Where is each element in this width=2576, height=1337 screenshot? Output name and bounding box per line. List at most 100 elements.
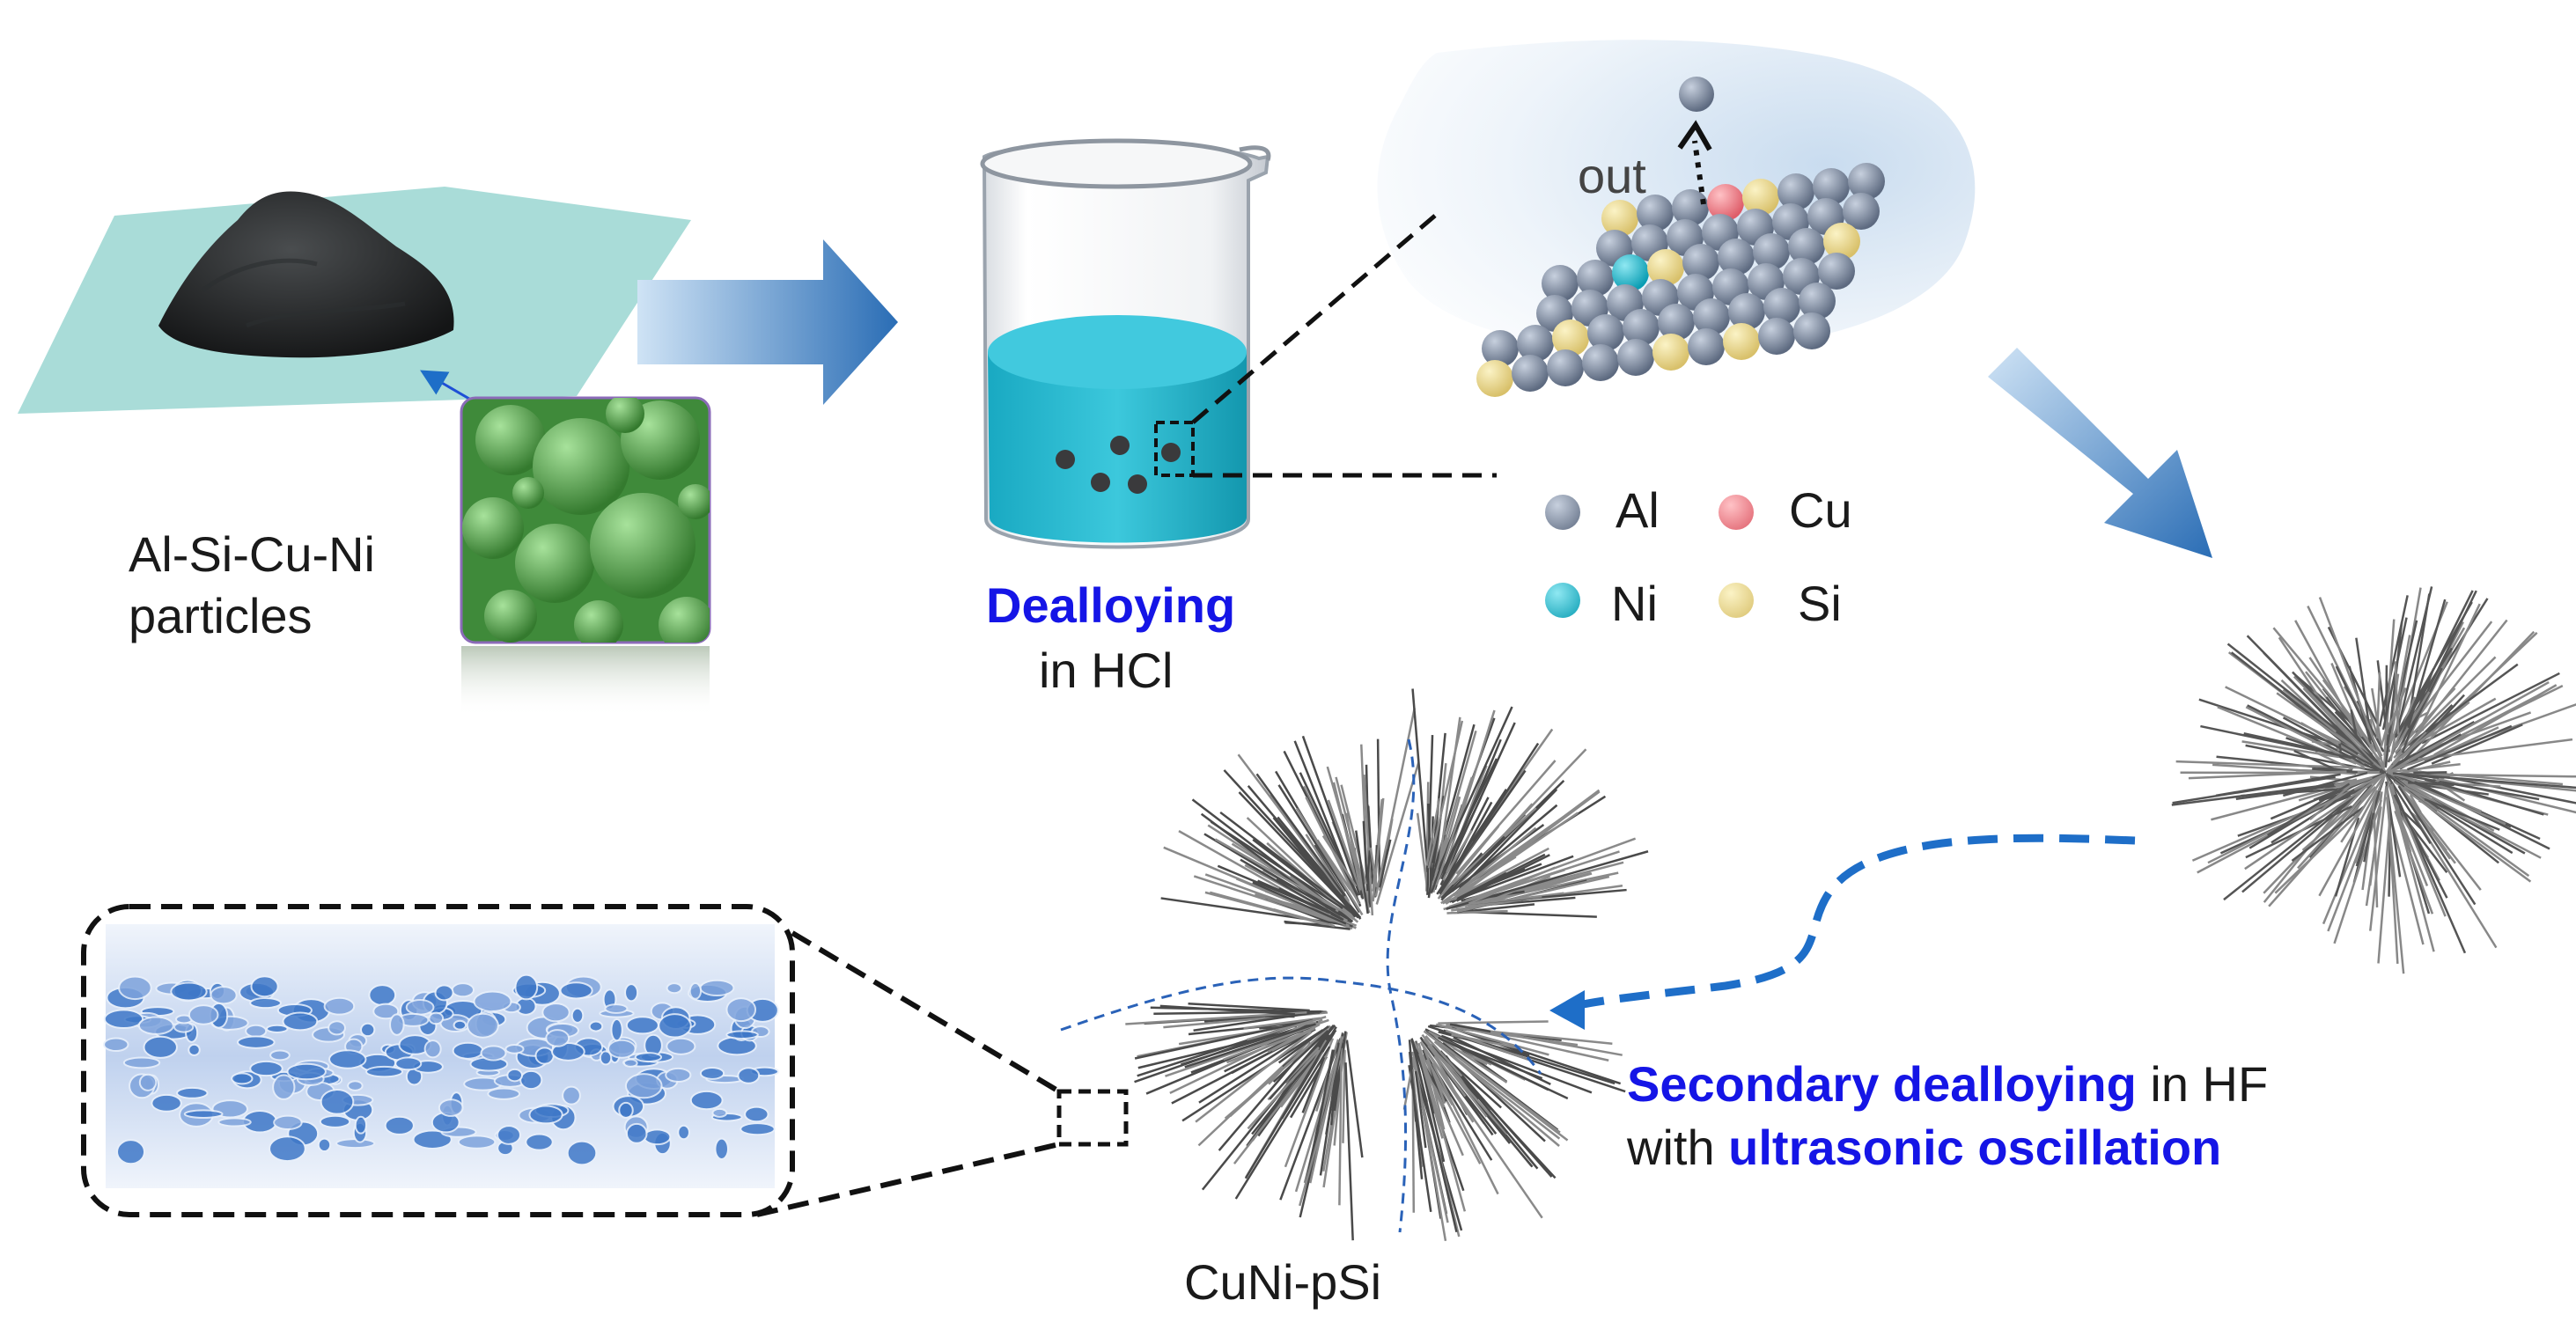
- fragment-strand: [1198, 1030, 1314, 1104]
- pore: [677, 1124, 690, 1141]
- fiber-strand: [2200, 724, 2352, 760]
- lattice-atom: [1476, 360, 1513, 397]
- fiber-strand: [2402, 812, 2447, 917]
- pore: [711, 1107, 728, 1118]
- fragment-strand: [1438, 1036, 1569, 1100]
- pore: [317, 1137, 332, 1153]
- secondary-dealloying-line1: Secondary dealloying in HF: [1627, 1056, 2268, 1113]
- pore: [562, 1085, 581, 1106]
- fiber-strand: [2431, 724, 2523, 765]
- fragment-strand: [1376, 738, 1381, 882]
- pore: [103, 1009, 144, 1030]
- pore: [364, 1065, 404, 1078]
- pore: [249, 996, 283, 1010]
- pore: [412, 1129, 453, 1150]
- fiber-strand: [2244, 774, 2385, 871]
- lattice-atom: [1552, 320, 1589, 356]
- lattice-atom: [1517, 325, 1554, 362]
- fragment-strand: [1438, 1020, 1549, 1025]
- lattice-atom: [1718, 239, 1755, 275]
- fiber-strand: [2394, 661, 2400, 735]
- fragment-strand: [1233, 1054, 1321, 1164]
- legend-ni-dot: [1545, 583, 1580, 618]
- fragment-strand: [1181, 1029, 1324, 1122]
- pore: [122, 1056, 161, 1069]
- pore: [599, 1050, 613, 1066]
- fragment-strand: [1423, 1030, 1569, 1142]
- fragment-strand: [1355, 830, 1369, 915]
- fiber-strand: [2335, 665, 2382, 760]
- fiber-strand: [2414, 810, 2456, 864]
- fragment-strand: [1425, 797, 1441, 866]
- pore: [269, 1049, 291, 1062]
- lattice-atom: [1688, 328, 1725, 365]
- fiber-strand: [2325, 696, 2384, 770]
- fracture-lines: [1060, 738, 1542, 1233]
- fiber-strand: [2403, 785, 2542, 859]
- pore: [666, 982, 683, 995]
- lattice-atom: [1742, 179, 1779, 216]
- fragment-strand: [1214, 838, 1343, 912]
- fiber-strand: [2408, 667, 2443, 734]
- fiber-strand: [2424, 778, 2544, 816]
- pore: [210, 986, 238, 1005]
- pore: [103, 1037, 129, 1053]
- pore: [699, 979, 735, 997]
- lattice-atom: [1818, 253, 1855, 290]
- fragment-strand: [1247, 784, 1362, 920]
- fragment-strand: [1418, 1053, 1464, 1157]
- fiber-strand: [2389, 587, 2422, 761]
- sem-image: [460, 396, 711, 716]
- fragment-strand: [1363, 774, 1374, 915]
- pore: [188, 1043, 201, 1057]
- fragment-strand: [1455, 789, 1558, 894]
- fragment-strand: [1269, 1024, 1335, 1100]
- fragment-strand: [1466, 895, 1542, 906]
- fiber-strand: [2394, 647, 2454, 738]
- fiber-strand: [2333, 799, 2382, 944]
- pore: [183, 1109, 224, 1120]
- pore: [714, 1137, 730, 1161]
- fragment-strand: [1295, 807, 1364, 916]
- pore: [622, 1058, 638, 1068]
- fragment-strand: [1455, 760, 1557, 875]
- lattice-atom: [1723, 323, 1760, 360]
- fragment-strand: [1456, 875, 1610, 914]
- fiber-strand: [2392, 772, 2576, 790]
- fragment-strand: [1416, 812, 1429, 886]
- fiber-strand: [2395, 691, 2431, 748]
- pore: [699, 1067, 725, 1080]
- pore: [269, 1135, 306, 1163]
- fragment-strand: [1453, 1047, 1488, 1066]
- fiber-strand: [2215, 773, 2341, 797]
- lattice-atom: [1542, 265, 1579, 302]
- pore: [744, 1106, 769, 1123]
- lattice-atom: [1682, 244, 1719, 281]
- fragment-strand: [1427, 1045, 1467, 1098]
- fiber-strand: [2375, 672, 2381, 738]
- lattice-atom: [1587, 314, 1624, 351]
- pore: [249, 1060, 283, 1077]
- pore: [170, 981, 208, 1002]
- fragment-strand: [1277, 1025, 1329, 1064]
- lattice-atom: [1788, 228, 1825, 265]
- fiber-strand: [2388, 763, 2461, 774]
- fragment-strand: [1365, 850, 1372, 885]
- fragment-strand: [1193, 1010, 1321, 1032]
- fiber-strand: [2363, 812, 2375, 863]
- lattice-atom: [1777, 173, 1814, 210]
- fragment-strand: [1458, 855, 1574, 900]
- pore: [138, 1073, 158, 1091]
- fiber-strand: [2312, 768, 2358, 774]
- fiber-strand: [2390, 783, 2404, 827]
- fragment-strand: [1425, 1059, 1446, 1130]
- pore: [480, 1045, 507, 1062]
- fragment-strand: [1449, 1023, 1491, 1033]
- fiber-strand: [2407, 599, 2447, 729]
- pore: [525, 1133, 554, 1151]
- pore: [643, 1128, 672, 1146]
- secondary-dealloying-arrow: [1565, 834, 2136, 1012]
- fiber-strand: [2388, 635, 2411, 746]
- fragment-strand: [1345, 812, 1362, 891]
- dealloying-label: Dealloying: [986, 577, 1236, 633]
